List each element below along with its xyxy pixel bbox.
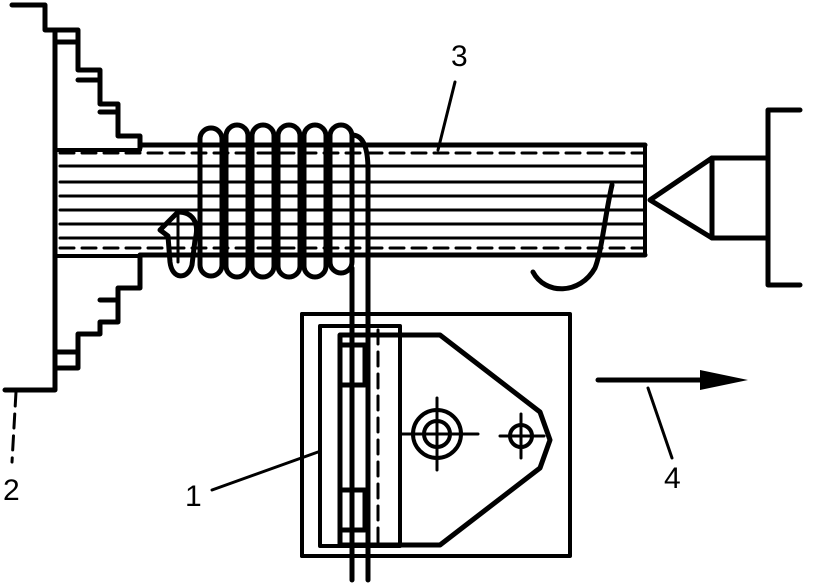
chuck-step-top [52,27,143,151]
arrow-head [700,370,748,390]
guide-notch-bottom [337,487,368,533]
tailstock-centre-point [647,155,715,241]
label-part-3: 3 [451,40,468,73]
label-part-4: 4 [664,462,681,495]
guide-notch-top [337,342,368,388]
wire-guide-tool [300,312,572,558]
spring-coil-5 [301,122,329,280]
feed-wire-right [349,132,371,583]
leader-4 [646,386,674,460]
tool-clamp-frame [318,324,402,548]
spring-coil-6 [327,122,355,276]
feed-direction-arrow [595,370,748,390]
drive-pin [157,209,199,279]
spring-coil-4 [275,122,303,280]
label-part-2: 2 [3,474,20,507]
leader-3 [436,80,457,152]
chuck-step-bottom [52,253,143,371]
spring-coil-1 [197,125,225,279]
tailstock-bracket [765,107,803,288]
wire-end-hook [530,182,615,292]
leader-2 [10,390,18,464]
guide-plate [337,332,553,548]
spring-coil-3 [249,122,277,280]
leader-1 [210,450,320,492]
spring-coils [197,122,371,583]
headstock-face-outline [2,2,58,393]
spring-coil-2 [223,122,251,280]
tailstock-quill [709,155,771,241]
label-part-1: 1 [185,480,202,513]
leader-lines [10,80,674,492]
tailstock-centre [647,107,803,288]
headstock-chuck [2,2,143,393]
